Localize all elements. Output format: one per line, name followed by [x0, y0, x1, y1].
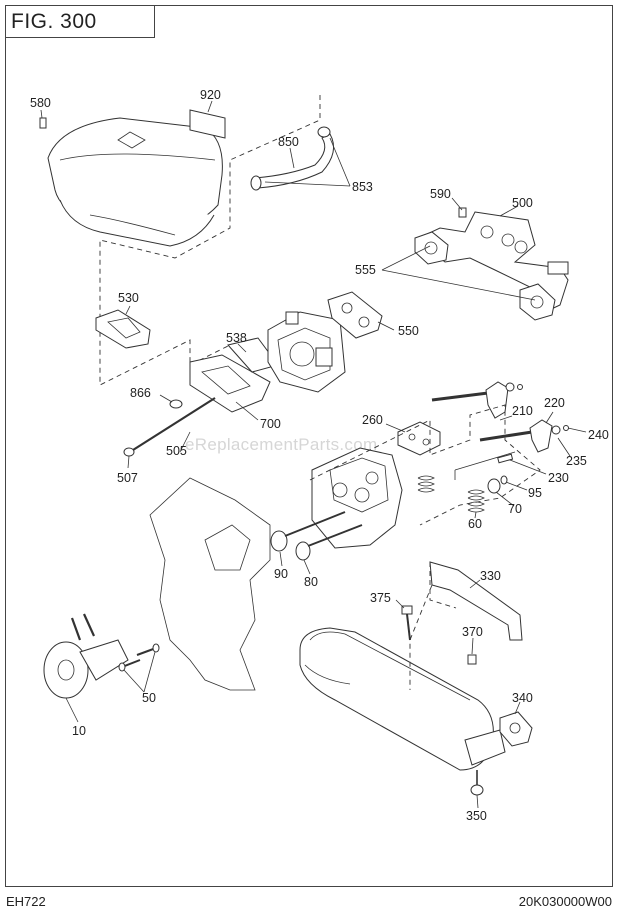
valve-spring-60[interactable]: [417, 475, 485, 513]
callout-235: 235: [566, 454, 587, 468]
callout-340: 340: [512, 691, 533, 705]
intake-manifold-500[interactable]: [414, 211, 569, 321]
valve-80[interactable]: [295, 524, 363, 561]
callout-530: 530: [118, 291, 139, 305]
screw-580[interactable]: [39, 117, 47, 129]
callout-labels: 580 920 850 853 590 500 555 530 538 550 …: [30, 88, 609, 823]
callout-10: 10: [72, 724, 86, 738]
nut-507[interactable]: [123, 447, 135, 457]
drawing-number: 20K030000W00: [518, 894, 612, 909]
callout-90: 90: [274, 567, 288, 581]
gasket-530[interactable]: [95, 309, 151, 349]
muffler-part[interactable]: [299, 627, 506, 771]
callout-350: 350: [466, 809, 487, 823]
drawing-frame: [5, 5, 613, 887]
cylinder-head-part[interactable]: [311, 447, 403, 549]
muffler-bracket-330[interactable]: [429, 561, 523, 641]
callout-260: 260: [362, 413, 383, 427]
retainer-70[interactable]: [487, 478, 501, 494]
callout-60: 60: [468, 517, 482, 531]
breather-hose-850[interactable]: [250, 126, 335, 191]
carburetor-part[interactable]: [267, 311, 346, 393]
model-code: EH722: [6, 894, 46, 909]
stud-505[interactable]: [132, 397, 216, 451]
callout-538: 538: [226, 331, 247, 345]
callout-70: 70: [508, 502, 522, 516]
push-rod-210-a[interactable]: [431, 391, 489, 402]
collet-95[interactable]: [500, 475, 508, 485]
callout-330: 330: [480, 569, 501, 583]
callout-866: 866: [130, 386, 151, 400]
callout-853: 853: [352, 180, 373, 194]
callout-370: 370: [462, 625, 483, 639]
rocker-arm-220-b[interactable]: [529, 419, 553, 453]
bolt-375[interactable]: [401, 605, 413, 641]
label-plate-920[interactable]: [189, 109, 226, 139]
valve-train-outline: [309, 404, 541, 526]
callout-500: 500: [512, 196, 533, 210]
callout-700: 700: [260, 417, 281, 431]
callout-80: 80: [304, 575, 318, 589]
gasket-340[interactable]: [499, 711, 533, 747]
rocker-cover-260[interactable]: [397, 421, 441, 456]
callout-210: 210: [512, 404, 533, 418]
nut-350[interactable]: [470, 784, 484, 796]
push-rod-210-b[interactable]: [479, 430, 533, 442]
gasket-550[interactable]: [327, 291, 383, 339]
callout-230: 230: [548, 471, 569, 485]
plug-866[interactable]: [169, 399, 183, 409]
callout-590: 590: [430, 187, 451, 201]
callout-220: 220: [544, 396, 565, 410]
callout-95: 95: [528, 486, 542, 500]
leader-lines: [40, 100, 587, 809]
figure-title: FIG. 300: [5, 5, 155, 38]
crankcase-outline: [149, 477, 271, 691]
callout-555: 555: [355, 263, 376, 277]
bolts-50[interactable]: [118, 643, 160, 672]
callout-240: 240: [588, 428, 609, 442]
air-cleaner-cover-part[interactable]: [47, 117, 223, 247]
callout-375: 375: [370, 591, 391, 605]
bolt-370[interactable]: [467, 654, 477, 665]
callout-920: 920: [200, 88, 221, 102]
callout-50: 50: [142, 691, 156, 705]
bolt-590[interactable]: [458, 207, 467, 218]
watermark: eReplacementParts.com: [185, 435, 377, 454]
callout-505: 505: [166, 444, 187, 458]
camshaft-10[interactable]: [43, 639, 129, 699]
intake-elbow-538[interactable]: [189, 354, 271, 413]
callout-507: 507: [117, 471, 138, 485]
callout-850: 850: [278, 135, 299, 149]
valve-seal-90[interactable]: [270, 511, 346, 552]
air-cleaner-group-outline: [99, 95, 321, 386]
callout-550: 550: [398, 324, 419, 338]
callout-580: 580: [30, 96, 51, 110]
